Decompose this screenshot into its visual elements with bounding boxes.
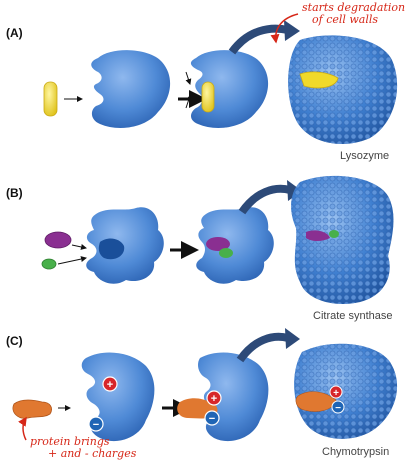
citrate-synthase-structure — [291, 175, 394, 304]
curved-arrow-c — [236, 332, 289, 363]
chymotrypsin-structure: + − — [294, 343, 398, 439]
binding-arrow-1 — [71, 244, 87, 250]
annotation-chymotrypsin-line1: protein brings — [30, 435, 110, 448]
substrate-orange — [12, 399, 52, 419]
curved-arrow — [228, 24, 289, 55]
substrate-yellow — [43, 81, 58, 117]
caption-lysozyme: Lysozyme — [340, 150, 390, 162]
annotation-arrow-c — [18, 416, 27, 441]
structure-positive-charge-symbol: + — [333, 388, 339, 399]
closing-arrow-top — [185, 71, 192, 85]
panel-a — [43, 20, 398, 145]
positive-charge-bound-symbol: + — [211, 393, 217, 405]
binding-arrow-2 — [57, 256, 87, 265]
annotation-lysozyme: starts degradation of cell walls — [302, 2, 405, 26]
negative-charge-bound: − — [204, 410, 220, 426]
annotation-chymotrypsin-line2: + and - charges — [48, 447, 137, 460]
annotation-arrow-a — [270, 13, 299, 44]
negative-charge-bound-symbol: − — [209, 413, 215, 425]
negative-charge: − — [88, 416, 104, 432]
enzyme-open-a — [91, 50, 171, 128]
caption-citrate-synthase: Citrate synthase — [313, 310, 393, 322]
panel-label-b: (B) — [6, 186, 23, 200]
annotation-chymotrypsin: protein brings + and - charges — [30, 436, 136, 460]
positive-charge-bound: + — [206, 390, 222, 406]
enzyme-open-b — [86, 207, 164, 284]
annotation-lysozyme-line1: starts degradation — [302, 1, 406, 14]
panel-b — [41, 175, 394, 304]
enzyme-closed-b — [196, 207, 274, 284]
closing-arrow-bottom — [185, 95, 192, 109]
substrate-purple — [44, 231, 72, 249]
positive-charge-symbol: + — [107, 379, 113, 391]
curved-arrow-b — [238, 184, 291, 215]
annotation-lysozyme-line2: of cell walls — [312, 13, 379, 26]
substrate-yellow-bound — [201, 81, 215, 113]
substrate-purple-bound — [206, 237, 230, 251]
caption-chymotrypsin: Chymotrypsin — [322, 446, 390, 458]
panel-c: + − + − + − — [12, 328, 398, 442]
negative-charge-symbol: − — [93, 419, 99, 431]
panel-label-c: (C) — [6, 334, 23, 348]
substrate-green — [41, 258, 57, 270]
structure-negative-charge-symbol: − — [335, 403, 341, 414]
panel-label-a: (A) — [6, 26, 23, 40]
lysozyme-structure — [288, 35, 398, 145]
positive-charge: + — [102, 376, 118, 392]
structure-negative-charge: − — [331, 400, 345, 414]
substrate-green-bound — [219, 248, 233, 258]
structure-positive-charge: + — [329, 385, 343, 399]
